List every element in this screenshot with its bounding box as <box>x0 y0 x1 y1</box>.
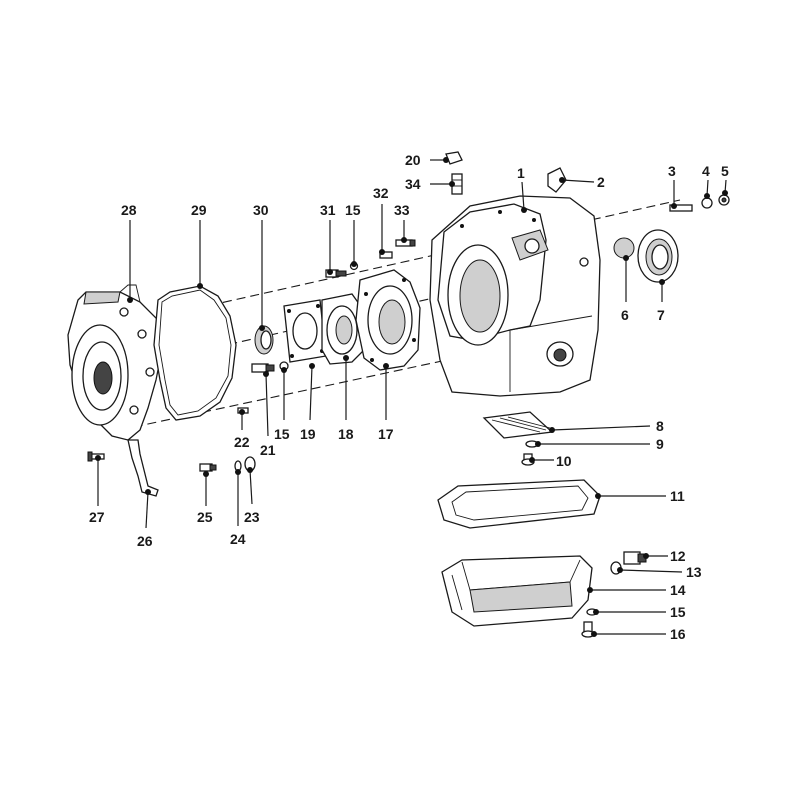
shift-lever-arm <box>127 439 159 497</box>
callout-10: 10 <box>556 453 572 469</box>
oil-strainer-8 <box>482 411 554 439</box>
breather-plug-2 <box>547 167 567 193</box>
cover-gasket <box>153 285 237 421</box>
callout-21: 21 <box>260 442 276 458</box>
leader-lines <box>95 157 728 637</box>
callout-27: 27 <box>89 509 105 525</box>
callout-25: 25 <box>197 509 213 525</box>
front-housing-cover <box>67 284 163 441</box>
callout-1: 1 <box>517 165 525 181</box>
callout-9: 9 <box>656 436 664 452</box>
callout-2: 2 <box>597 174 605 190</box>
callout-32: 32 <box>373 185 389 201</box>
callout-26: 26 <box>137 533 153 549</box>
callout-29: 29 <box>191 202 207 218</box>
radial-seal-7 <box>637 229 679 283</box>
drain-plug-12 <box>623 551 647 565</box>
callout-5: 5 <box>721 163 729 179</box>
callout-20: 20 <box>405 152 421 168</box>
callout-34: 34 <box>405 176 421 192</box>
callout-12: 12 <box>670 548 686 564</box>
plug-6 <box>613 237 635 259</box>
callout-31: 31 <box>320 202 336 218</box>
callout-8: 8 <box>656 418 664 434</box>
callout-4: 4 <box>702 163 710 179</box>
callout-28: 28 <box>121 202 137 218</box>
oil-pan-14 <box>441 555 593 627</box>
callout-18: 18 <box>338 426 354 442</box>
callout-16: 16 <box>670 626 686 642</box>
callout-33: 33 <box>394 202 410 218</box>
bearing-housing-18 <box>321 293 365 365</box>
intermediate-flange-17 <box>355 269 421 371</box>
fasteners-top-left <box>325 239 416 278</box>
callout-15-pan: 15 <box>670 604 686 620</box>
callout-30: 30 <box>253 202 269 218</box>
callout-15-mid: 15 <box>274 426 290 442</box>
callout-24: 24 <box>230 531 246 547</box>
callout-15-top: 15 <box>345 202 361 218</box>
callout-6: 6 <box>621 307 629 323</box>
callout-14: 14 <box>670 582 686 598</box>
callout-7: 7 <box>657 307 665 323</box>
callout-22: 22 <box>234 434 250 450</box>
callout-labels: 1 2 3 4 5 6 7 8 9 10 11 12 13 14 15 16 1… <box>89 152 729 642</box>
callout-19: 19 <box>300 426 316 442</box>
callout-23: 23 <box>244 509 260 525</box>
callout-17: 17 <box>378 426 394 442</box>
callout-11: 11 <box>670 488 685 504</box>
stud-washer-nut <box>669 194 730 212</box>
main-gearbox-housing <box>429 195 601 397</box>
oil-pan-gasket-11 <box>437 479 601 529</box>
callout-13: 13 <box>686 564 702 580</box>
callout-3: 3 <box>668 163 676 179</box>
nut-20 <box>445 151 463 165</box>
adapter-plate-19 <box>283 299 327 363</box>
